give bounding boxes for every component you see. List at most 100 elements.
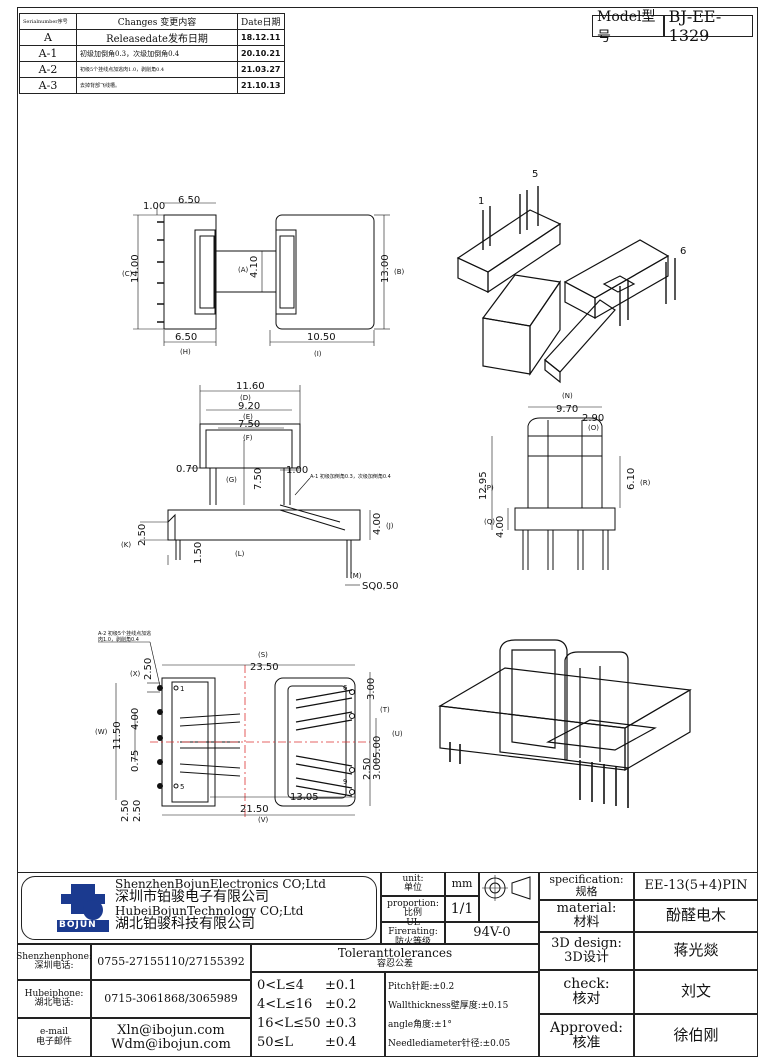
revision-row: A-2 初级5个挂线点加逃肉1.0，剥削角0.4 21.03.27 — [19, 61, 285, 78]
check-label: check: 核对 — [539, 970, 634, 1014]
dim-front-17: (M) — [350, 572, 362, 580]
dim-front-5: 7.50 — [238, 419, 260, 430]
dim-front-15: 4.00 — [372, 513, 383, 535]
design-value: 蒋光燚 — [634, 932, 758, 970]
dim-side-7: 6.10 — [626, 468, 637, 490]
tol-range: 16<L≤50 — [257, 1016, 321, 1031]
design-label: 3D design: 3D设计 — [539, 932, 634, 970]
dim-bottom-13: 2.50 — [362, 758, 373, 780]
dim-bottom-15: 2.50 — [120, 800, 131, 822]
tol-value: ±0.2 — [325, 997, 357, 1012]
dim-side-3: 2.90 — [582, 413, 604, 424]
dim-bottom-4: 2.50 — [143, 658, 154, 680]
revision-serial: A-3 — [19, 77, 77, 94]
dim-side-5: 12.95 — [478, 471, 489, 500]
dim-top-11: 10.50 — [307, 332, 336, 343]
tol-note: Pitch针距:±0.2 — [388, 982, 455, 992]
dim-bottom-2: 23.50 — [250, 662, 279, 673]
material-label: material: 材料 — [539, 900, 634, 932]
proportion-value: 1/1 — [445, 896, 479, 922]
tolerance-notes: Pitch针距:±0.2 Wallthickness壁厚度:±0.15 angl… — [388, 978, 510, 1054]
dim-front-7: 0.70 — [176, 464, 198, 475]
dim-top-1: 1.00 — [143, 201, 165, 212]
dim-front-13: 1.50 — [193, 542, 204, 564]
dim-front-14: (L) — [235, 550, 245, 558]
revision-row: A Releasedate发布日期 18.12.11 — [19, 29, 285, 46]
tol-value: ±0.1 — [325, 978, 357, 993]
dim-bottom-1: (S) — [258, 651, 268, 659]
dim-side-6: (P) — [484, 484, 494, 492]
dim-bottom-12: 0.75 — [130, 750, 141, 772]
isometric-view-bottom — [438, 639, 692, 808]
dim-top-2: 6.50 — [178, 195, 200, 206]
dim-front-6: (F) — [243, 434, 253, 442]
company-cn-1: 深圳市铂骏电子有限公司 — [115, 889, 269, 905]
iso-pin-1: 1 — [478, 196, 484, 207]
projection-symbol — [479, 872, 539, 922]
hb-phone: 0715-3061868/3065989 — [91, 980, 251, 1018]
bottom-note-1: A-2 初级5个挂线点加逃 — [98, 630, 151, 637]
dim-bottom-8: 11.50 — [112, 721, 123, 750]
revision-date: 21.10.13 — [237, 77, 285, 94]
logo-text: BOJUN — [59, 920, 97, 930]
unit-label: unit: 单位 — [381, 872, 445, 896]
dim-front-4: (E) — [243, 413, 253, 421]
proportion-label: proportion: 比例 — [381, 896, 445, 922]
ul-value: 94V-0 — [445, 922, 539, 944]
dim-front-10: 1.00 — [286, 465, 308, 476]
dim-front-16: (J) — [386, 522, 394, 530]
dim-top-7: 13.00 — [380, 254, 391, 283]
tol-note: angle角度:±1° — [388, 1020, 452, 1030]
approved-label: Approved: 核准 — [539, 1014, 634, 1057]
dim-side-1: (N) — [562, 392, 573, 400]
dim-bottom-16: 2.50 — [132, 800, 143, 822]
email-label: e-mail 电子邮件 — [17, 1018, 91, 1057]
company-en-1: ShenzhenBojunElectronics CO;Ltd — [115, 877, 326, 891]
tolerance-ranges: 0<L≤4 4<L≤16 16<L≤50 50≤L — [257, 976, 321, 1052]
tol-value: ±0.3 — [325, 1016, 357, 1031]
dim-bottom-5: 3.00 — [366, 678, 377, 700]
sz-phone: 0755-27155110/27155392 — [91, 944, 251, 980]
spec-label: specification: 规格 — [539, 872, 634, 900]
spec-value: EE-13(5+4)PIN — [634, 872, 758, 900]
dim-bottom-14: 3.00 — [372, 758, 383, 780]
tol-range: 50≤L — [257, 1035, 294, 1050]
dim-bottom-11: (U) — [392, 730, 403, 738]
company-logo: BOJUN — [47, 880, 119, 936]
material-value: 酚醛电木 — [634, 900, 758, 932]
bottom-pin-1: 1 — [180, 685, 184, 693]
bottom-pin-6: 6 — [343, 684, 348, 692]
dim-top-3: (C) — [122, 270, 133, 278]
revision-table: Serialnumber序号 Changes 变更内容 Date日期 A Rel… — [19, 13, 285, 94]
tol-note: Needlediameter针径:±0.05 — [388, 1039, 511, 1049]
dim-front-1: 11.60 — [236, 381, 265, 392]
dim-top-12: (I) — [314, 350, 322, 358]
email-1: Xln@ibojun.com — [117, 1022, 225, 1038]
dim-bottom-18: 21.50 — [240, 804, 269, 815]
tol-note: Wallthickness壁厚度:±0.15 — [388, 1001, 509, 1011]
iso-pin-6: 6 — [680, 246, 686, 257]
dim-top-8: (B) — [394, 268, 405, 276]
tol-range: 0<L≤4 — [257, 978, 304, 993]
tol-range: 4<L≤16 — [257, 997, 313, 1012]
side-view — [514, 417, 616, 570]
dim-top-6: 4.10 — [249, 256, 260, 278]
top-view-left — [157, 214, 276, 330]
dim-bottom-6: (T) — [380, 706, 390, 714]
dim-bottom-10: 5.00 — [372, 736, 383, 758]
dim-side-8: (R) — [640, 479, 651, 487]
ul-label: UL Firerating: 防火等级 — [381, 918, 445, 946]
dim-side-10: (Q) — [484, 518, 495, 526]
tolerance-subtitle: 容忍公差 — [376, 958, 413, 969]
dim-bottom-3: (X) — [130, 670, 141, 678]
dim-top-9: 6.50 — [175, 332, 197, 343]
tolerance-header: Toleranttolerances 容忍公差 — [251, 944, 539, 972]
dim-bottom-9: (W) — [95, 728, 108, 736]
sz-phone-label: Shenzhenphone: 深圳电话: — [16, 944, 92, 980]
dim-side-9: 4.00 — [495, 516, 506, 538]
top-view-right — [275, 214, 375, 330]
dim-top-4: 14.00 — [130, 254, 141, 283]
dim-top-10: (H) — [180, 348, 191, 356]
tolerance-title: Toleranttolerances — [337, 945, 453, 960]
iso-pin-5: 5 — [532, 169, 538, 180]
